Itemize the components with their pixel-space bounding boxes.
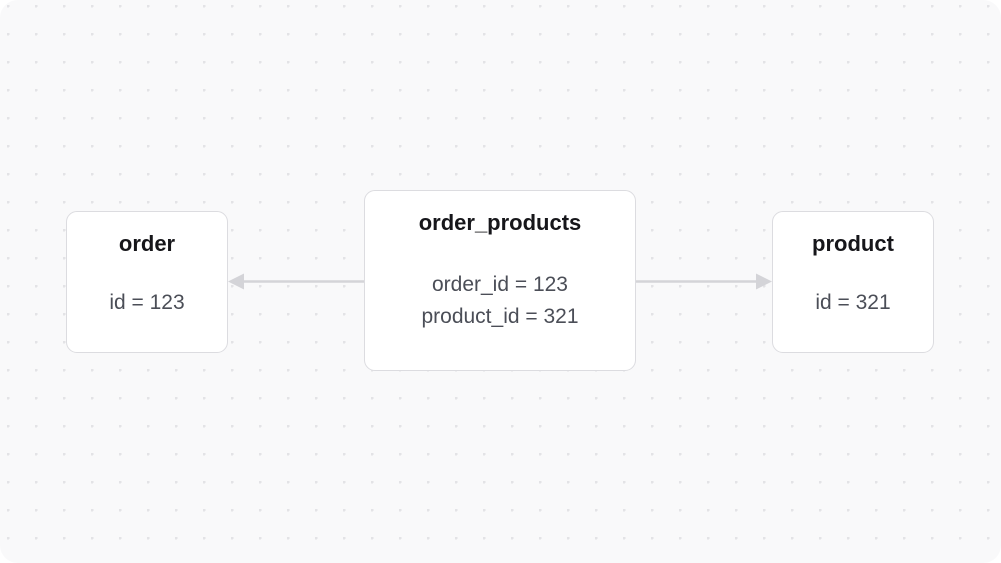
node-product-attributes: id = 321	[815, 290, 890, 316]
node-order-title: order	[118, 231, 176, 256]
edge-order-products-to-order	[228, 273, 364, 290]
node-order-products-attributes: order_id = 123 product_id = 321	[421, 272, 578, 329]
node-order-products[interactable]: order_products order_id = 123 product_id…	[364, 190, 636, 371]
node-order-products-title: order_products	[418, 210, 582, 235]
node-order-attributes: id = 123	[109, 290, 184, 316]
node-product-title: product	[812, 231, 894, 256]
node-order[interactable]: order id = 123	[66, 211, 228, 353]
node-order-products-attribute-order-id: order_id = 123	[431, 273, 568, 296]
node-product[interactable]: product id = 321	[772, 211, 934, 353]
edge-order-products-to-product	[636, 273, 772, 290]
node-product-attribute-id: id = 321	[815, 291, 891, 314]
node-order-attribute-id: id = 123	[109, 291, 185, 314]
node-order-products-attribute-product-id: product_id = 321	[421, 304, 579, 328]
